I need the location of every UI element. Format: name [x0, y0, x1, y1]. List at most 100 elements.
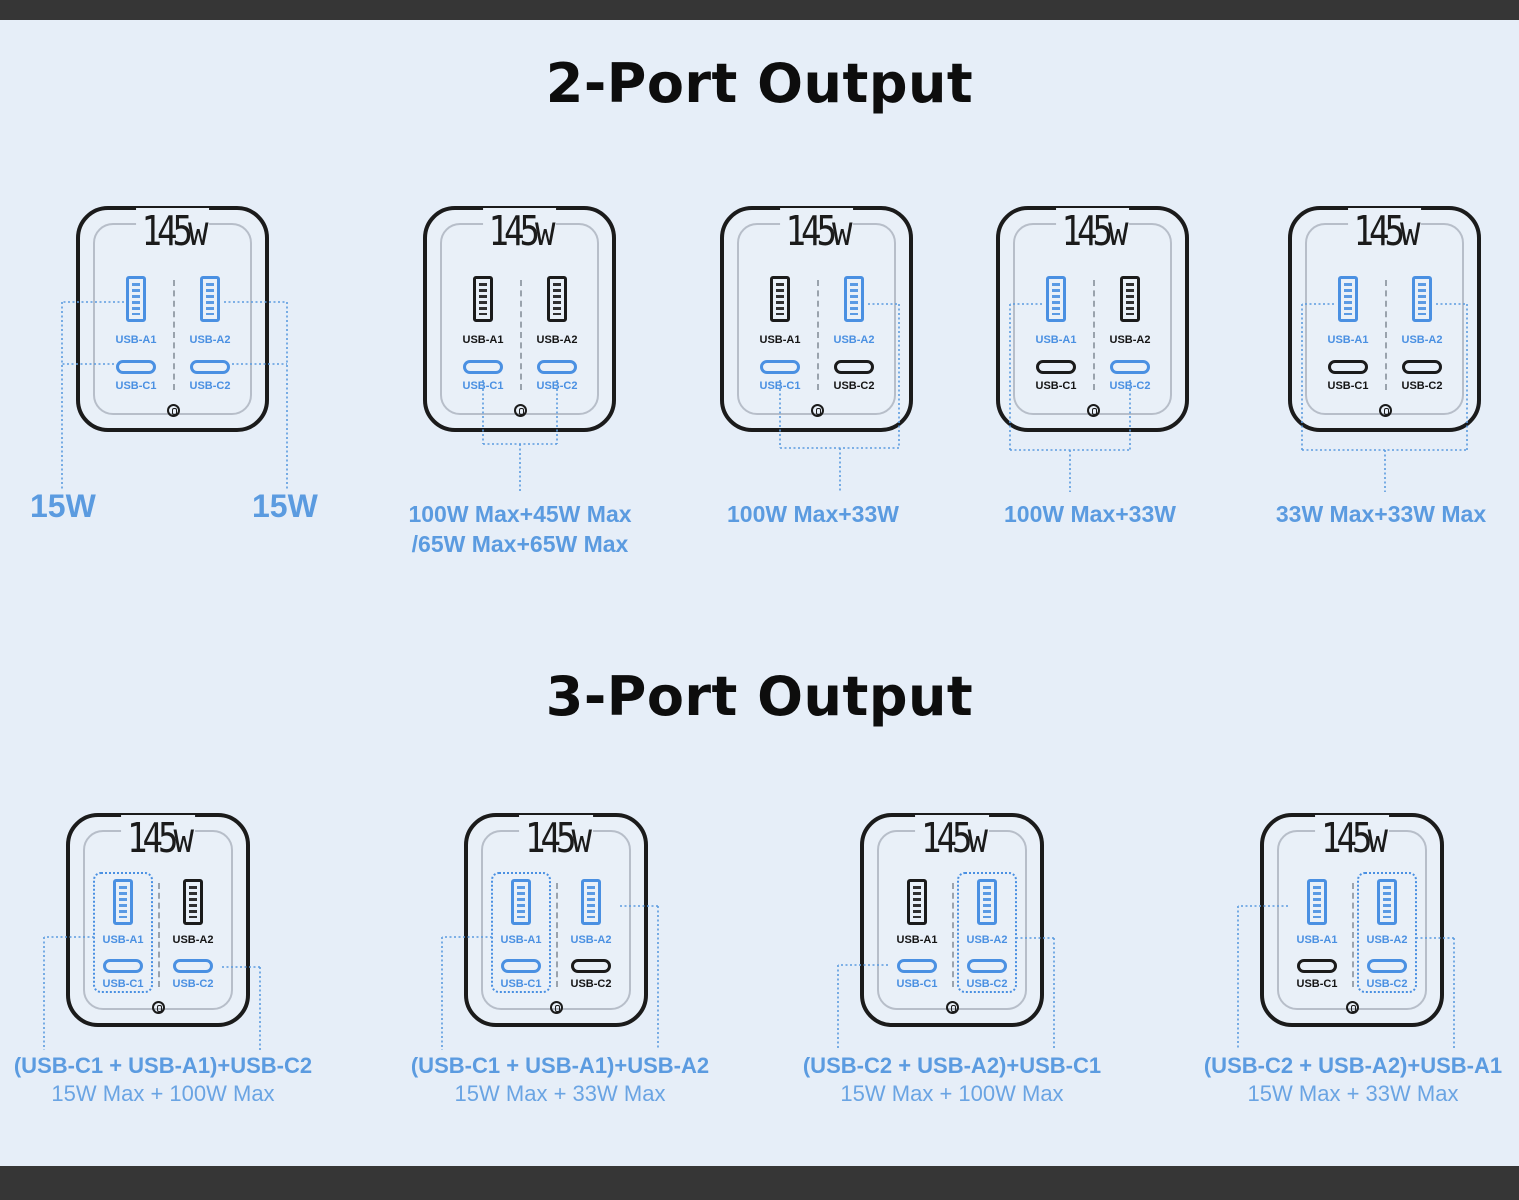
- usb-a1-port-icon: [1338, 276, 1358, 322]
- caption-2port-1-line-1: 15W: [30, 488, 96, 524]
- wattage-label: 145w: [779, 208, 854, 256]
- brand-logo-icon: [1087, 404, 1100, 417]
- usb-c1-port-icon: [501, 959, 541, 973]
- caption-2port-3-line-1: 100W Max+33W: [727, 501, 899, 527]
- usb-c2-port-icon: [571, 959, 611, 973]
- two-port-title: 2-Port Output: [545, 52, 974, 115]
- usb-a2-label: USB-A2: [966, 934, 1008, 946]
- wattage-label: 145w: [121, 815, 195, 863]
- usb-a2-port-icon: [200, 276, 220, 322]
- usb-c2-port-icon: [173, 959, 213, 973]
- usb-a1-port-icon: [113, 879, 133, 925]
- usb-c2-port-icon: [967, 959, 1007, 973]
- grouped-ports-highlight: [957, 872, 1017, 993]
- usb-c2-port-icon: [1402, 360, 1442, 374]
- grouped-ports-highlight: [491, 872, 551, 993]
- caption-3port-power: 15W Max + 100W Max: [51, 1081, 275, 1106]
- usb-a2-port-icon: [844, 276, 864, 322]
- caption-3port-power: 15W Max + 33W Max: [1247, 1081, 1459, 1106]
- port-divider: [556, 883, 558, 987]
- usb-c2-port-icon: [537, 360, 577, 374]
- usb-c1-label: USB-C1: [102, 978, 144, 990]
- usb-c1-label: USB-C1: [500, 978, 542, 990]
- usb-c2-label: USB-C2: [966, 978, 1008, 990]
- caption-2port-2-line-2: /65W Max+65W Max: [411, 531, 629, 557]
- port-divider: [1352, 883, 1354, 987]
- usb-a2-port-icon: [977, 879, 997, 925]
- usb-a2-port-icon: [547, 276, 567, 322]
- usb-c2-label: USB-C2: [172, 978, 214, 990]
- usb-a1-port-icon: [770, 276, 790, 322]
- usb-c2-label: USB-C2: [1401, 380, 1443, 392]
- usb-c1-label: USB-C1: [896, 978, 938, 990]
- brand-logo-icon: [1346, 1001, 1359, 1014]
- port-divider: [158, 883, 160, 987]
- usb-c1-port-icon: [116, 360, 156, 374]
- usb-a1-label: USB-A1: [462, 334, 504, 346]
- brand-logo-icon: [1379, 404, 1392, 417]
- usb-a1-label: USB-A1: [1327, 334, 1369, 346]
- usb-c1-label: USB-C1: [1327, 380, 1369, 392]
- usb-c1-port-icon: [103, 959, 143, 973]
- usb-a1-port-icon: [1046, 276, 1066, 322]
- usb-a2-label: USB-A2: [536, 334, 578, 346]
- grouped-ports-highlight: [1357, 872, 1417, 993]
- usb-c2-port-icon: [834, 360, 874, 374]
- usb-c1-port-icon: [897, 959, 937, 973]
- usb-a1-port-icon: [1307, 879, 1327, 925]
- usb-a2-label: USB-A2: [570, 934, 612, 946]
- usb-c2-port-icon: [190, 360, 230, 374]
- top-dark-bar: [0, 0, 1519, 20]
- usb-c2-label: USB-C2: [1366, 978, 1408, 990]
- wattage-label: 145w: [482, 208, 557, 256]
- usb-c1-port-icon: [1036, 360, 1076, 374]
- usb-a1-port-icon: [907, 879, 927, 925]
- port-divider: [520, 280, 522, 390]
- usb-a2-label: USB-A2: [189, 334, 231, 346]
- caption-3port-combo: (USB-C1 + USB-A1)+USB-A2: [410, 1053, 710, 1078]
- caption-2port-4-line-1: 100W Max+33W: [1004, 501, 1176, 527]
- grouped-ports-highlight: [93, 872, 153, 993]
- port-divider: [1093, 280, 1095, 390]
- caption-3port-power: 15W Max + 100W Max: [840, 1081, 1064, 1106]
- usb-a1-port-icon: [126, 276, 146, 322]
- usb-c2-label: USB-C2: [833, 380, 875, 392]
- usb-a1-label: USB-A1: [102, 934, 144, 946]
- brand-logo-icon: [550, 1001, 563, 1014]
- usb-c2-port-icon: [1367, 959, 1407, 973]
- port-divider: [1385, 280, 1387, 390]
- usb-a1-label: USB-A1: [500, 934, 542, 946]
- port-divider: [173, 280, 175, 390]
- wattage-label: 145w: [1055, 208, 1130, 256]
- usb-a1-label: USB-A1: [1035, 334, 1077, 346]
- usb-a2-port-icon: [183, 879, 203, 925]
- usb-c2-port-icon: [1110, 360, 1150, 374]
- usb-a1-label: USB-A1: [1296, 934, 1338, 946]
- brand-logo-icon: [946, 1001, 959, 1014]
- usb-a2-port-icon: [581, 879, 601, 925]
- usb-a2-label: USB-A2: [172, 934, 214, 946]
- caption-2port-1-line-2: 15W: [252, 488, 318, 524]
- bottom-dark-bar: [0, 1166, 1519, 1200]
- caption-3port-combo: (USB-C2 + USB-A2)+USB-A1: [1203, 1053, 1503, 1078]
- brand-logo-icon: [152, 1001, 165, 1014]
- usb-a2-label: USB-A2: [1401, 334, 1443, 346]
- three-port-title: 3-Port Output: [545, 665, 974, 728]
- usb-c2-label: USB-C2: [189, 380, 231, 392]
- brand-logo-icon: [811, 404, 824, 417]
- usb-c1-port-icon: [463, 360, 503, 374]
- usb-a2-label: USB-A2: [1366, 934, 1408, 946]
- usb-c1-port-icon: [1328, 360, 1368, 374]
- caption-3port-4: (USB-C2 + USB-A2)+USB-A1 15W Max + 33W Ma…: [1198, 1052, 1508, 1108]
